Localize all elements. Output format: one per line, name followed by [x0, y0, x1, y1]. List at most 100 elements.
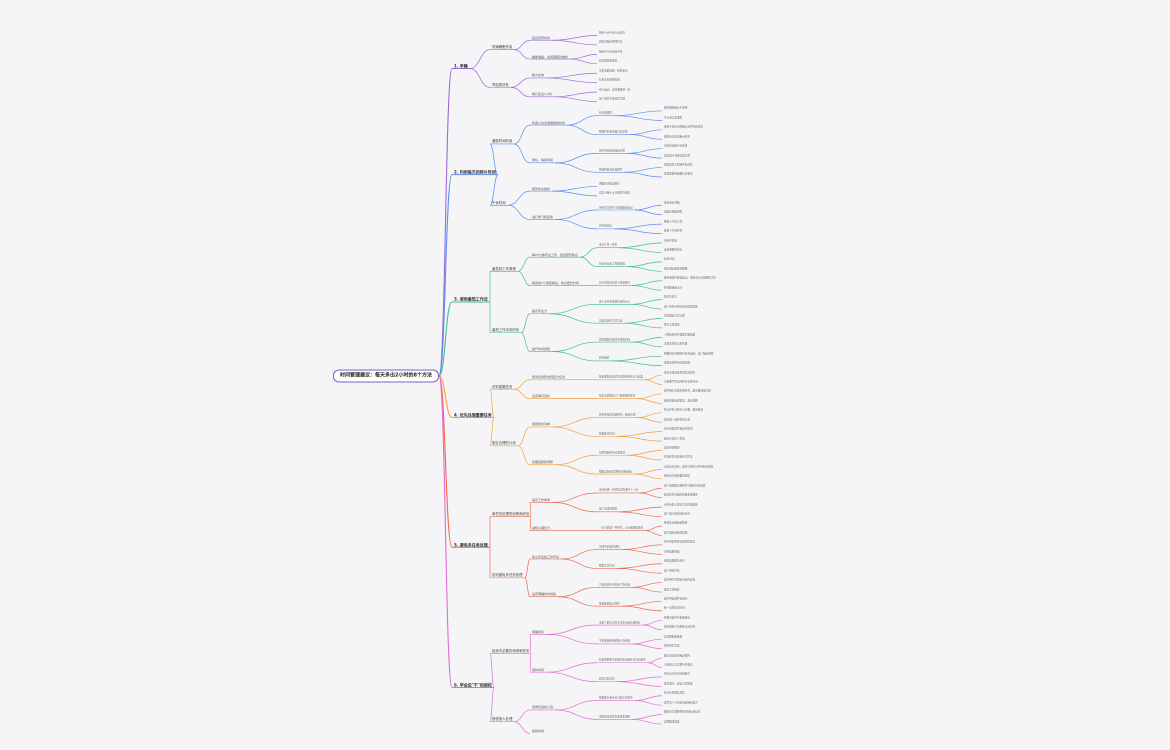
topic-node-level-5[interactable]: 只参加与工作相关的会议 [664, 663, 693, 667]
topic-node-level-4[interactable]: 清楚了解自己的工作重点和长期目标 [599, 620, 641, 624]
topic-node-level-3[interactable]: 排队、等候时间 [532, 158, 554, 163]
topic-node-level-5[interactable]: 减少任务切换带来的效率损失 [664, 304, 698, 308]
topic-node-level-5[interactable]: 散步或进行轻度运动，放松身心后再继续工作 [664, 276, 716, 280]
topic-node-level-5[interactable]: 学习语言类课程 [664, 116, 683, 120]
topic-node-level-1[interactable]: 4. 优先处理重要任务 [454, 412, 492, 418]
topic-node-level-4[interactable]: 整理工作空间 [599, 564, 615, 568]
topic-node-level-5[interactable]: 关闭电脑弹窗 [664, 550, 680, 554]
topic-node-level-5[interactable]: 收听播客和有声读物 [664, 106, 688, 110]
topic-node-level-4[interactable]: 每晚十点半前上床休息 [599, 31, 625, 35]
topic-node-level-1[interactable]: 1. 早睡 [454, 63, 468, 69]
topic-node-level-5[interactable]: 整理上午的工作 [664, 220, 683, 224]
topic-node-level-4[interactable]: 减少匆忙带来的压力感 [599, 97, 625, 101]
topic-node-level-5[interactable]: 减少返工和修改的时间 [664, 512, 690, 516]
topic-node-level-4[interactable]: 礼貌地拒绝不必要的会议和社交活动邀请 [599, 658, 646, 662]
topic-node-level-5[interactable]: 提升工作效率 [664, 323, 680, 327]
topic-node-level-4[interactable]: 按重要程度和紧急程度将任务分为四类 [599, 375, 644, 379]
topic-node-level-4[interactable]: 清晰地传达任务要求和期望 [599, 715, 631, 719]
topic-node-level-5[interactable]: 优化任务安排和计划方法 [664, 455, 693, 459]
topic-node-level-4[interactable]: 为每项任务分配专门的时间 [599, 583, 631, 587]
topic-node-level-3[interactable]: 选择合适的人选 [532, 705, 554, 710]
topic-node-level-5[interactable]: 避免计划过于紧凑 [664, 437, 685, 441]
topic-node-level-2[interactable]: 拒绝不必要的请求和任务 [492, 648, 530, 653]
topic-node-level-3[interactable]: 短暂休息放松 [532, 186, 551, 191]
topic-node-level-5[interactable]: 发挥每个人的优势和特长能力 [664, 701, 698, 705]
topic-node-level-5[interactable]: 表达理解和感谢 [664, 635, 683, 639]
topic-node-level-5[interactable]: 避免被他人的事情占用时间 [664, 625, 696, 629]
topic-node-level-4[interactable]: 闭眼休息恢复精力 [599, 182, 620, 186]
topic-node-level-2[interactable]: 番茄工作法的好处 [492, 327, 520, 332]
topic-node-level-3[interactable]: 保护时间 [532, 667, 545, 672]
topic-node-level-2[interactable]: 单任务处理的优势和好处 [492, 511, 530, 516]
topic-node-level-3[interactable]: 减轻心理压力 [532, 526, 551, 531]
topic-node-level-5[interactable]: 统一安排会议时间 [664, 606, 685, 610]
topic-node-level-5[interactable]: 集中注意力 [664, 295, 677, 299]
topic-node-level-4[interactable]: 整理待办事项和日程安排 [599, 130, 628, 134]
topic-node-level-5[interactable]: 保持动力和积极的态度 [664, 474, 690, 478]
topic-node-level-4[interactable]: 每天早晨确定三个最重要的任务 [599, 394, 636, 398]
topic-node-level-2[interactable]: 如何避免多任务处理 [492, 573, 523, 578]
topic-node-level-3[interactable]: 设定每日目标 [532, 394, 551, 399]
topic-node-level-5[interactable]: 晚间回顾完成情况，及时调整 [664, 399, 698, 403]
topic-node-level-3[interactable]: 使用待办清单 [532, 422, 551, 427]
topic-node-level-3[interactable]: 每完成4个番茄钟后，休息更长时间 [532, 280, 579, 285]
topic-node-level-3[interactable]: 固定就寝时间 [532, 35, 551, 40]
topic-node-level-5[interactable]: 增强完成任务的成就感 [664, 361, 690, 365]
topic-node-level-5[interactable]: 提高任务完成的质量和准确性 [664, 493, 698, 497]
root-topic-node[interactable]: 时间管理建议：每天多出2小时的8个方法 [333, 369, 439, 383]
topic-node-level-5[interactable]: 确保对方理解任务的目标和标准 [664, 710, 701, 714]
topic-node-level-1[interactable]: 2. 利用每天的碎片时间 [454, 169, 496, 175]
topic-node-level-3[interactable]: 使用四象限法则区分任务 [532, 375, 566, 380]
topic-node-level-5[interactable]: 量力而行，保证工作质量 [664, 682, 693, 686]
topic-node-level-2[interactable]: 午休时间 [492, 200, 506, 205]
topic-node-level-2[interactable]: 早起的好处 [492, 82, 509, 87]
topic-node-level-5[interactable]: 降低焦虑感和疲惫感 [664, 521, 688, 525]
topic-node-level-5[interactable]: 确认会议目的和必要性 [664, 653, 690, 657]
topic-node-level-4[interactable]: 根据能力和专长分配工作任务 [599, 696, 633, 700]
topic-node-level-5[interactable]: 观看短视频课程 [664, 210, 683, 214]
topic-node-level-5[interactable]: 明确的时间限制带来紧迫感，减少拖延现象 [664, 352, 714, 356]
topic-node-level-4[interactable]: 关闭不必要的通知 [599, 545, 620, 549]
topic-node-level-5[interactable]: 将精力集中在重要事项 [664, 616, 690, 620]
topic-node-level-4[interactable]: 有更多时间做准备 [599, 78, 620, 82]
topic-node-level-2[interactable]: 规律睡眠作息 [492, 44, 513, 49]
topic-node-level-3[interactable]: 利用公共交通通勤的时间 [532, 120, 566, 125]
topic-node-level-5[interactable]: 阅读电子书或长篇文章 [664, 154, 690, 158]
topic-node-level-4[interactable]: 每周回顾任务完成情况 [599, 451, 625, 455]
topic-node-level-5[interactable]: 起身活动 [664, 257, 675, 261]
topic-node-level-2[interactable]: 制定合理的计划 [492, 441, 516, 446]
topic-node-level-5[interactable]: 处理需要快速确认的事项 [664, 172, 693, 176]
topic-node-level-5[interactable]: 集中回复邮件和消息 [664, 597, 688, 601]
topic-node-level-5[interactable]: 使用手机应用快速记录任务和想法 [664, 125, 703, 129]
topic-node-level-5[interactable]: 关闭干扰源 [664, 238, 677, 242]
topic-node-level-5[interactable]: 优先完成重要且紧急的任务 [664, 371, 696, 375]
topic-node-level-5[interactable]: 将大任务分解为小步骤，逐步推进 [664, 408, 703, 412]
topic-node-level-4[interactable]: 将任务按优先级排列，逐项完成 [599, 413, 636, 417]
topic-node-level-5[interactable]: 阅读专业书籍 [664, 201, 680, 205]
topic-node-level-4[interactable]: 预留缓冲时间 [599, 432, 615, 436]
topic-node-level-4[interactable]: 批量处理类似任务 [599, 602, 620, 606]
topic-node-level-3[interactable]: 提升时间感知 [532, 346, 551, 351]
topic-node-level-4[interactable]: 休息时远离工作和屏幕 [599, 262, 625, 266]
topic-node-level-5[interactable]: 提升满足感和成就感 [664, 531, 688, 535]
topic-node-level-5[interactable]: 减少视觉干扰 [664, 569, 680, 573]
topic-node-level-4[interactable]: 一次只处理一件任务，让大脑更加放松 [599, 526, 644, 530]
topic-node-level-3[interactable]: 提供支持 [532, 729, 545, 733]
topic-node-level-3[interactable]: 睡前准备：关闭屏幕并放松 [532, 54, 569, 59]
topic-node-level-5[interactable]: 灵活应对变化，保持计划的可行性和有效性 [664, 465, 714, 469]
topic-node-level-3[interactable]: 设定明确的时间段 [532, 592, 557, 597]
topic-node-level-3[interactable]: 定期回顾和调整 [532, 460, 554, 465]
topic-node-level-5[interactable]: 专注有助于提高工作的准确性 [664, 503, 698, 507]
topic-node-level-4[interactable]: 早晨头脑清醒，效率更高 [599, 69, 628, 73]
topic-node-level-5[interactable]: 将手机调至静音或勿扰模式 [664, 540, 696, 544]
topic-node-level-4[interactable]: 减少多任务处理带来的分心 [599, 300, 631, 304]
topic-node-level-4[interactable]: 专注完成一项任务后再进行下一项 [599, 488, 638, 492]
topic-node-level-5[interactable]: 应对突发事件和意外情况 [664, 427, 693, 431]
topic-node-level-5[interactable]: 充分信任团队成员 [664, 691, 685, 695]
topic-node-level-5[interactable]: 回复简单工作邮件和消息 [664, 163, 693, 167]
topic-node-level-4[interactable]: 思考和总结 [599, 224, 612, 228]
topic-node-level-4[interactable]: 听音频课程 [599, 111, 612, 115]
topic-node-level-4[interactable]: 阅读或冥想放松 [599, 59, 618, 63]
topic-node-level-4[interactable]: 专注于单一任务 [599, 243, 618, 247]
topic-node-level-3[interactable]: 进行学习和思考 [532, 214, 554, 219]
